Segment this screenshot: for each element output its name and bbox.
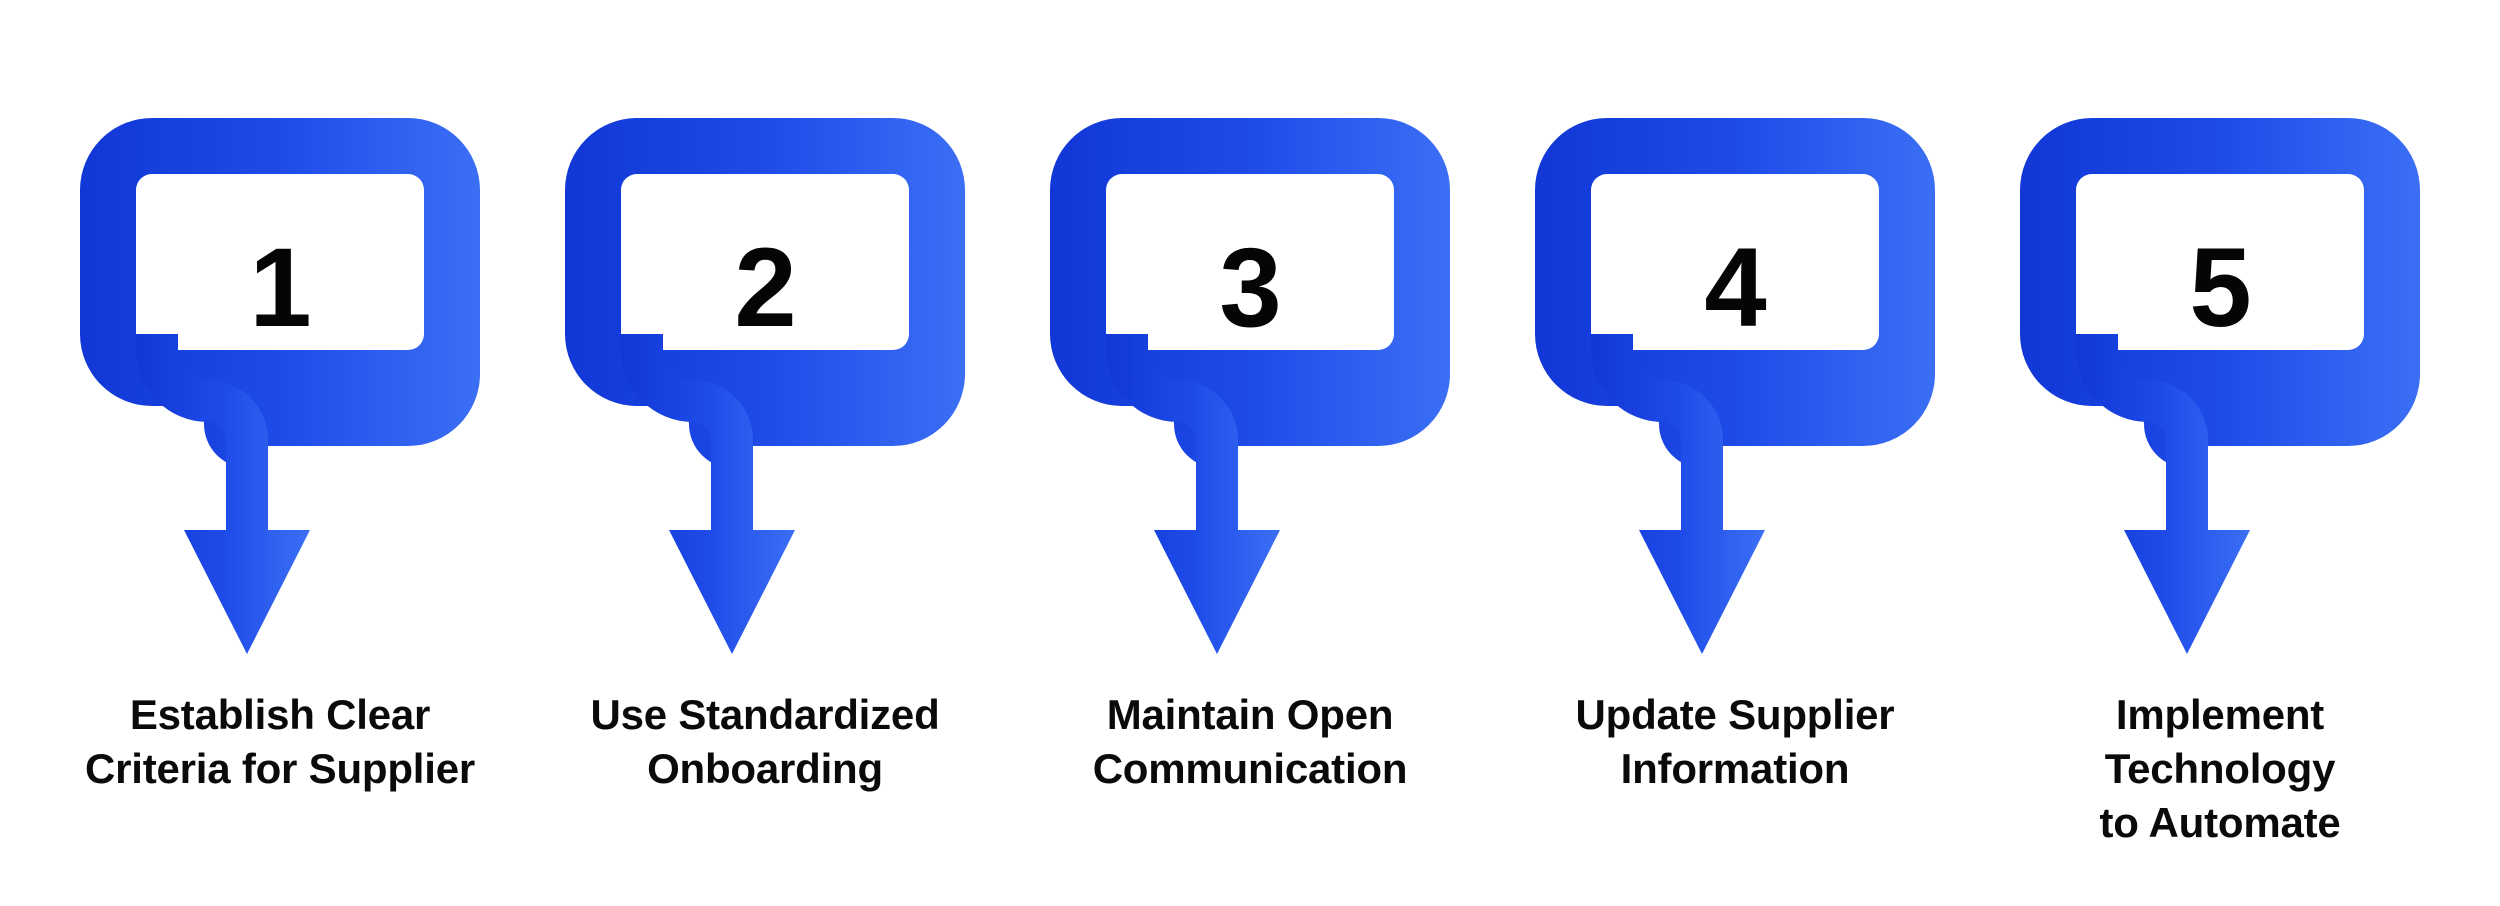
- step-label-2: Use Standardized Onboarding: [590, 691, 940, 793]
- step-item-4[interactable]: 4 Update Supplier Information: [1535, 118, 1935, 796]
- callout-shape-4: 4: [1535, 118, 1935, 678]
- step-item-5[interactable]: 5 Implement Technology to Automate: [2020, 118, 2420, 851]
- step-number-4: 4: [1704, 225, 1766, 350]
- step-item-3[interactable]: 3 Maintain Open Communication: [1050, 118, 1450, 796]
- step-number-2: 2: [734, 225, 796, 350]
- step-label-3: Maintain Open Communication: [1092, 691, 1408, 793]
- callout-arrow-icon: [1535, 118, 1935, 654]
- callout-arrow-icon: [80, 118, 480, 654]
- callout-arrow-icon: [565, 118, 965, 654]
- step-label-1: Establish Clear Criteria for Supplier: [85, 691, 475, 793]
- step-number-5: 5: [2189, 225, 2251, 350]
- callout-shape-2: 2: [565, 118, 965, 678]
- step-label-4: Update Supplier Information: [1575, 691, 1895, 793]
- callout-shape-5: 5: [2020, 118, 2420, 678]
- step-item-1[interactable]: 1 Establish Clear Criteria for Supplier: [80, 118, 480, 796]
- callout-arrow-icon: [2020, 118, 2420, 654]
- callout-arrow-icon: [1050, 118, 1450, 654]
- callout-shape-1: 1: [80, 118, 480, 678]
- step-item-2[interactable]: 2 Use Standardized Onboarding: [565, 118, 965, 796]
- step-number-3: 3: [1219, 225, 1281, 350]
- step-label-5: Implement Technology to Automate: [2099, 691, 2341, 847]
- step-number-1: 1: [249, 225, 311, 350]
- callout-shape-3: 3: [1050, 118, 1450, 678]
